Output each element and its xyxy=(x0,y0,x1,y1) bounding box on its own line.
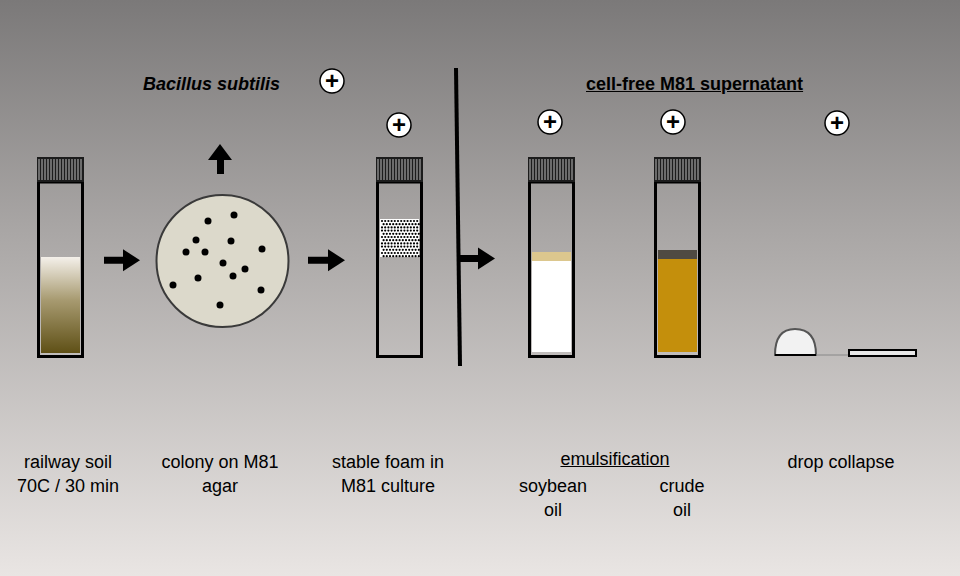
plus-badge: + xyxy=(660,109,686,135)
plus-sign: + xyxy=(386,112,412,138)
test-tube: soybean oil xyxy=(528,157,575,358)
plus-badge: + xyxy=(386,112,412,138)
section-heading: Bacillus subtilis xyxy=(143,72,280,96)
agar-plate: colony on M81 agar xyxy=(155,193,290,329)
test-tube: railway soil 70C / 30 min xyxy=(37,157,84,358)
divider-line xyxy=(456,68,460,366)
step-caption: colony on M81 agar xyxy=(161,450,279,498)
plus-badge: + xyxy=(824,110,850,136)
shape-outline xyxy=(654,157,701,358)
shape-outline xyxy=(37,157,84,358)
flow-arrow xyxy=(104,249,140,271)
section-heading: cell-free M81 supernatant xyxy=(586,72,803,96)
plus-badge: + xyxy=(537,109,563,135)
step-caption: drop collapse xyxy=(766,450,916,474)
up-arrow xyxy=(208,144,232,174)
plus-sign: + xyxy=(824,110,850,136)
plus-sign: + xyxy=(537,109,563,135)
step-caption: stable foam in M81 culture xyxy=(316,450,461,498)
flow-arrow xyxy=(460,248,495,270)
shape-outline xyxy=(376,157,423,358)
group-heading: emulsification xyxy=(560,447,669,471)
shape-outline xyxy=(155,193,290,329)
step-caption: railway soil 70C / 30 min xyxy=(6,450,131,498)
flow-arrow xyxy=(308,249,345,271)
plus-sign: + xyxy=(319,68,345,94)
step-caption: crude oil xyxy=(650,474,714,522)
step-caption: soybean oil xyxy=(511,474,595,522)
plus-sign: + xyxy=(660,109,686,135)
plus-badge: + xyxy=(319,68,345,94)
test-tube: stable foam in M81 culture xyxy=(376,157,423,358)
drop-test: drop collapse xyxy=(773,328,917,358)
shape-outline xyxy=(773,328,917,358)
test-tube: crude oil xyxy=(654,157,701,358)
shape-outline xyxy=(528,157,575,358)
